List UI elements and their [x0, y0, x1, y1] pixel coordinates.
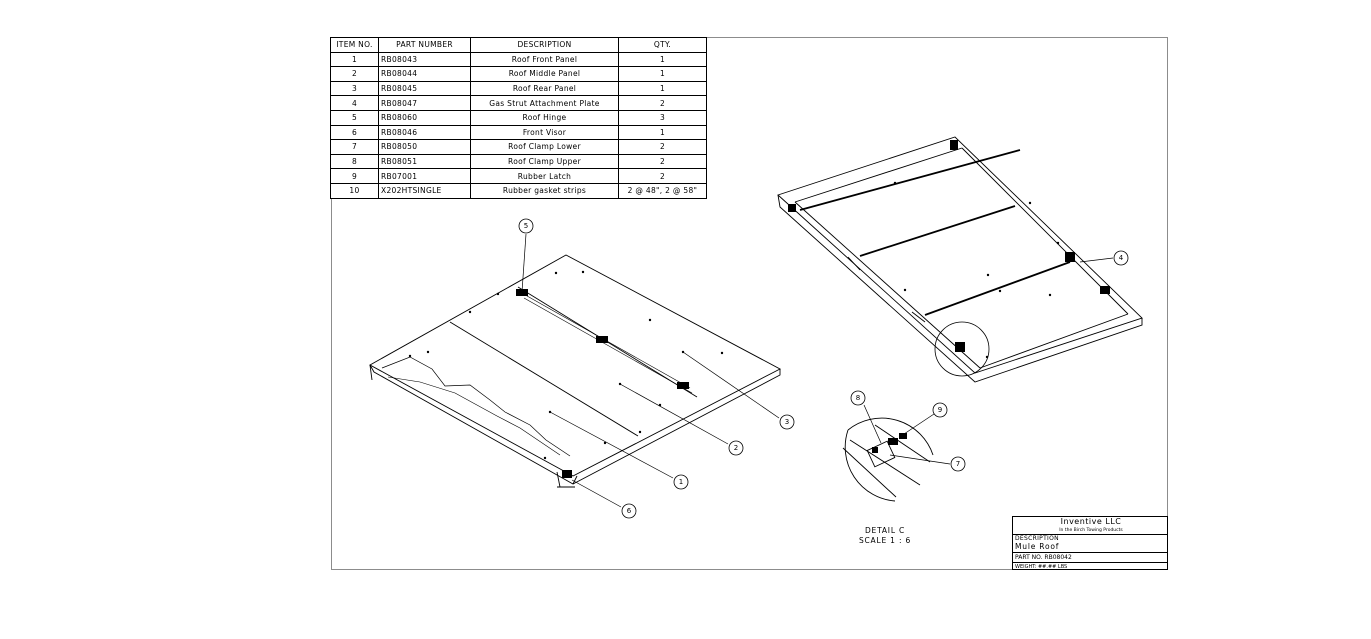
svg-text:1: 1 [679, 478, 683, 486]
title-block-subtitle: In the Birch Towing Products [1013, 527, 1167, 535]
detail-title: DETAIL C [864, 526, 906, 535]
bom-part-number: RB08046 [378, 124, 471, 141]
bom-item-no: 2 [330, 66, 379, 82]
detail-scale: SCALE 1 : 6 [858, 536, 912, 545]
bom-part-number: RB08051 [378, 153, 471, 170]
fastener-dots [408, 270, 724, 460]
bom-header-item-no: ITEM NO. [330, 37, 379, 53]
bom-item-no: 8 [330, 153, 379, 170]
iso-hardware-marks [788, 140, 1110, 359]
bom-qty: 2 [618, 153, 707, 170]
bom-header-row: ITEM NO. PART NUMBER DESCRIPTION QTY. [330, 37, 707, 53]
balloon-4: 4 [1113, 250, 1129, 266]
bom-item-no: 5 [330, 109, 379, 126]
bom-item-no: 9 [330, 168, 379, 184]
bom-part-number: RB08045 [378, 80, 471, 97]
bom-item-no: 3 [330, 80, 379, 97]
bom-description: Roof Clamp Lower [470, 139, 619, 155]
balloon-5: 5 [518, 218, 534, 234]
bom-item-no: 6 [330, 124, 379, 141]
bom-qty: 1 [618, 51, 707, 68]
hinge-marks [516, 289, 689, 478]
svg-text:5: 5 [524, 222, 528, 230]
bom-description: Roof Front Panel [470, 51, 619, 68]
svg-text:9: 9 [938, 406, 942, 414]
title-block-weight: WEIGHT: ##.## LBS [1015, 564, 1068, 570]
bom-qty: 1 [618, 124, 707, 141]
svg-text:3: 3 [785, 418, 789, 426]
bom-description: Roof Hinge [470, 109, 619, 126]
balloon-9: 9 [932, 402, 948, 418]
svg-text:2: 2 [734, 444, 738, 452]
bom-part-number: X202HTSINGLE [378, 182, 471, 199]
bom-part-number: RB08050 [378, 139, 471, 155]
bom-qty: 1 [618, 66, 707, 82]
svg-text:8: 8 [856, 394, 860, 402]
bom-item-no: 10 [330, 182, 379, 199]
balloon-7: 7 [950, 456, 966, 472]
bom-qty: 2 [618, 168, 707, 184]
bom-item-no: 4 [330, 95, 379, 111]
detail-c-hardware [872, 433, 907, 453]
title-block-company: Inventive LLC [1060, 517, 1122, 526]
balloon-1: 1 [673, 474, 689, 490]
bom-description: Gas Strut Attachment Plate [470, 95, 619, 111]
bom-description: Front Visor [470, 124, 619, 141]
balloon-6: 6 [621, 503, 637, 519]
bom-part-number: RB07001 [378, 168, 471, 184]
balloon-8: 8 [850, 390, 866, 406]
bom-qty: 2 [618, 139, 707, 155]
leader-lines [521, 233, 1114, 508]
description-value: Mule Roof [1015, 542, 1060, 551]
detail-c-label: DETAIL C SCALE 1 : 6 [840, 526, 930, 546]
bom-qty: 1 [618, 80, 707, 97]
bom-qty: 2 @ 48", 2 @ 58" [618, 182, 707, 199]
bom-header-qty: QTY. [618, 37, 707, 53]
bom-description: Roof Rear Panel [470, 80, 619, 97]
bom-part-number: RB08044 [378, 66, 471, 82]
bom-description: Rubber Latch [470, 168, 619, 184]
bom-part-number: RB08043 [378, 51, 471, 68]
detail-c-view [842, 417, 934, 502]
bom-qty: 3 [618, 109, 707, 126]
bom-header-description: DESCRIPTION [470, 37, 619, 53]
bom-item-no: 7 [330, 139, 379, 155]
bom-item-no: 1 [330, 51, 379, 68]
drawing-sheet-border [331, 37, 1168, 570]
bom-part-number: RB08060 [378, 109, 471, 126]
roof-assembly-top-view [369, 254, 781, 488]
title-block-description: DESCRIPTION Mule Roof [1013, 535, 1167, 553]
svg-text:6: 6 [627, 507, 632, 515]
bom-description: Roof Middle Panel [470, 66, 619, 82]
svg-text:4: 4 [1119, 254, 1124, 262]
bom-header-part-number: PART NUMBER [378, 37, 471, 53]
svg-text:7: 7 [956, 460, 960, 468]
bom-description: Roof Clamp Upper [470, 153, 619, 170]
bom-qty: 2 [618, 95, 707, 111]
bom-description: Rubber gasket strips [470, 182, 619, 199]
description-label: DESCRIPTION [1015, 535, 1059, 542]
title-block: Inventive LLC In the Birch Towing Produc… [1012, 516, 1168, 570]
balloon-2: 2 [728, 440, 744, 456]
bom-part-number: RB08047 [378, 95, 471, 111]
title-block-part-no: PART NO. RB08042 [1013, 553, 1167, 563]
balloon-3: 3 [779, 414, 795, 430]
